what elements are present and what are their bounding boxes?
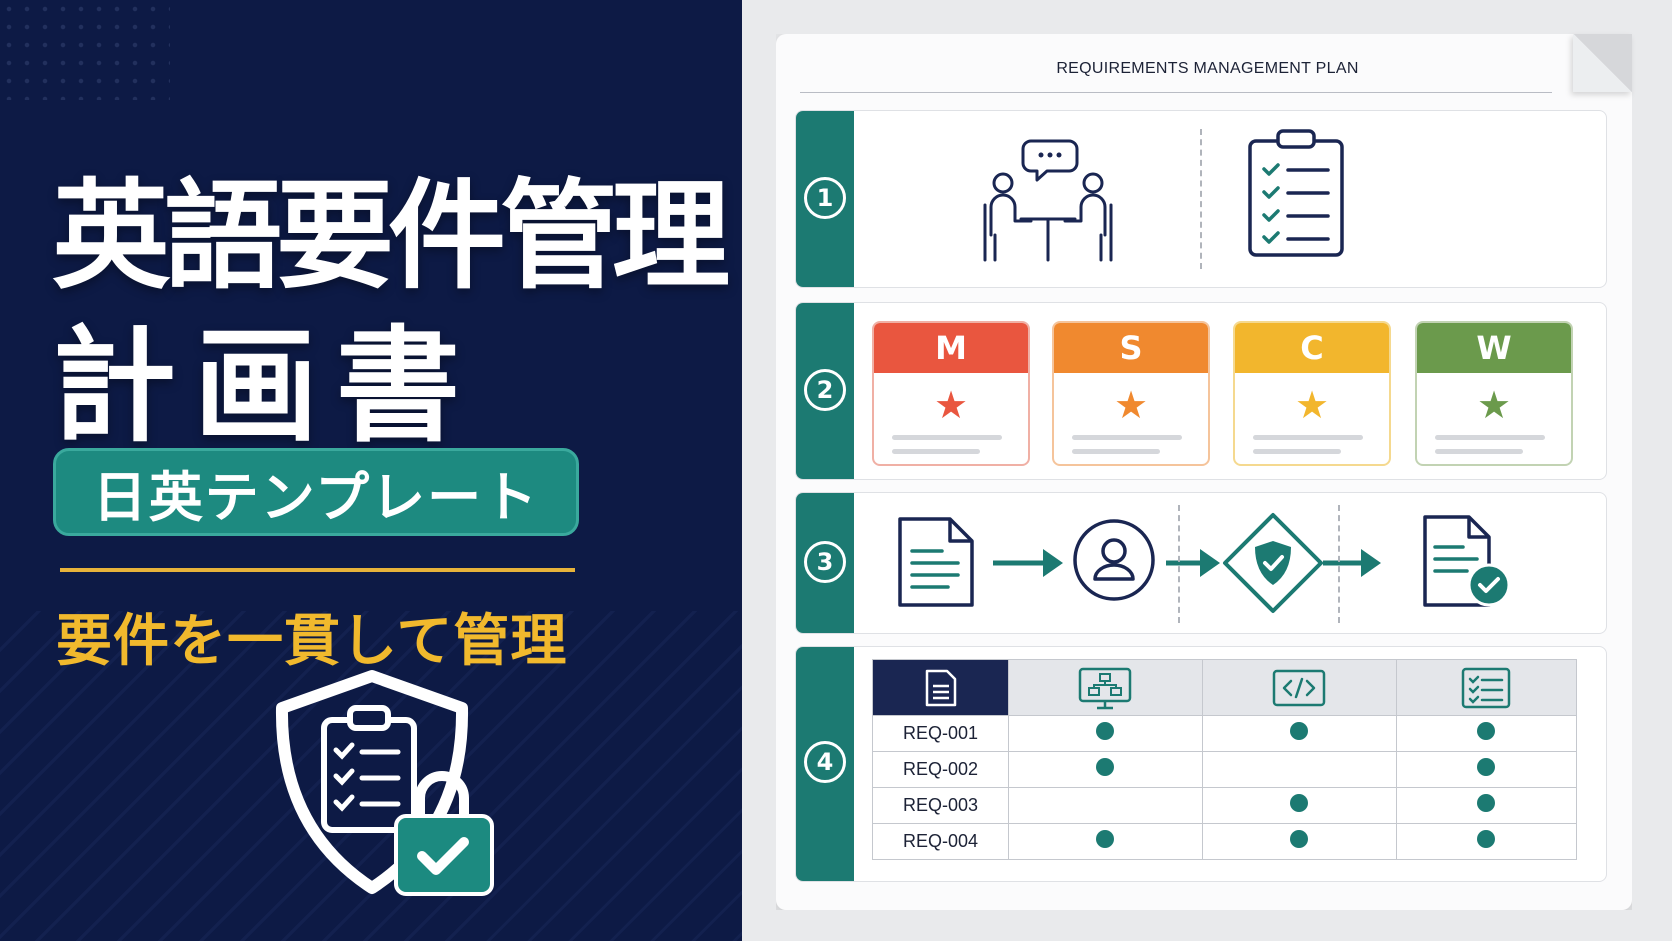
matrix-cell [1008, 823, 1203, 860]
matrix-cell [1395, 823, 1578, 860]
matrix-cell [1201, 751, 1397, 788]
template-badge: 日英テンプレート [53, 448, 579, 536]
matrix-cell [1395, 787, 1578, 824]
section-number: 2 [804, 369, 846, 411]
star-icon: ★ [933, 383, 969, 427]
text-placeholder [1435, 435, 1545, 440]
document-icon [898, 517, 974, 607]
code-icon [1273, 669, 1326, 706]
section-number: 4 [804, 741, 846, 783]
traceability-matrix: REQ-001 REQ-002 REQ-003 REQ-004 [872, 659, 1578, 860]
matrix-cell [1201, 715, 1397, 752]
header-cell [1201, 659, 1397, 716]
table-row: REQ-004 [872, 823, 1578, 860]
section-number: 1 [804, 177, 846, 219]
header-cell [1008, 659, 1203, 716]
text-placeholder [1253, 449, 1341, 454]
test-checklist-icon [1462, 667, 1511, 708]
header-cell [1395, 659, 1578, 716]
card-letter: M [874, 323, 1028, 373]
arrow-icon [1166, 549, 1220, 577]
arrow-icon [1323, 549, 1381, 577]
trace-dot [1096, 830, 1115, 848]
matrix-cell [1395, 715, 1578, 752]
dashed-divider [1200, 129, 1202, 269]
card-letter: W [1417, 323, 1571, 373]
star-icon: ★ [1113, 383, 1149, 427]
matrix-cell [1201, 787, 1397, 824]
text-placeholder [1253, 435, 1363, 440]
document-title: REQUIREMENTS MANAGEMENT PLAN [1056, 60, 1359, 77]
matrix-cell [1008, 787, 1203, 824]
requirement-id: REQ-003 [872, 787, 1009, 824]
section-4: 4 [795, 646, 1607, 882]
shield-check-icon [1223, 513, 1323, 613]
text-placeholder [892, 449, 980, 454]
text-placeholder [1072, 449, 1160, 454]
requirement-id: REQ-004 [872, 823, 1009, 860]
card-letter: S [1054, 323, 1208, 373]
matrix-cell [1395, 751, 1578, 788]
approved-document-icon [1423, 515, 1511, 607]
design-diagram-icon [1079, 667, 1132, 709]
table-header-row [872, 659, 1578, 716]
dot-pattern [0, 0, 170, 100]
trace-dot [1290, 794, 1309, 812]
checklist-clipboard-icon [1248, 129, 1344, 257]
card-letter: C [1235, 323, 1389, 373]
table-row: REQ-001 [872, 715, 1578, 752]
section-3: 3 [795, 492, 1607, 634]
priority-card-must: M ★ [872, 321, 1030, 466]
section-1: 1 [795, 110, 1607, 288]
priority-card-wont: W ★ [1415, 321, 1573, 466]
table-row: REQ-002 [872, 751, 1578, 788]
page-fold [1573, 34, 1632, 92]
main-title-line1: 英語要件管理 [52, 167, 730, 305]
trace-dot [1096, 758, 1115, 776]
matrix-cell [1008, 751, 1203, 788]
trace-dot [1477, 758, 1496, 776]
shield-lock-clipboard-icon [275, 670, 494, 896]
text-placeholder [1072, 435, 1182, 440]
star-icon: ★ [1476, 383, 1512, 427]
dashed-divider [1178, 505, 1180, 623]
matrix-cell [1008, 715, 1203, 752]
trace-dot [1477, 830, 1496, 848]
requirement-id: REQ-001 [872, 715, 1009, 752]
requirement-id: REQ-002 [872, 751, 1009, 788]
title-rule [800, 92, 1552, 93]
trace-dot [1290, 722, 1309, 740]
priority-card-could: C ★ [1233, 321, 1391, 466]
subtitle: 要件を一貫して管理 [56, 609, 568, 674]
text-placeholder [1435, 449, 1523, 454]
matrix-cell [1201, 823, 1397, 860]
star-icon: ★ [1294, 383, 1330, 427]
text-placeholder [892, 435, 1002, 440]
trace-dot [1096, 722, 1115, 740]
document-icon [925, 669, 956, 706]
trace-dot [1477, 794, 1496, 812]
dashed-divider [1338, 505, 1340, 623]
trace-dot [1290, 830, 1309, 848]
trace-dot [1477, 722, 1496, 740]
meeting-icon [983, 139, 1113, 262]
left-panel: 英語要件管理 計画書 日英テンプレート 要件を一貫して管理 [0, 0, 742, 941]
user-icon [1073, 519, 1155, 601]
section-number: 3 [804, 541, 846, 583]
main-title-line2: 計画書 [52, 315, 479, 459]
table-row: REQ-003 [872, 787, 1578, 824]
priority-card-should: S ★ [1052, 321, 1210, 466]
section-2: 2 M ★ S ★ C ★ W ★ [795, 302, 1607, 480]
divider [60, 568, 575, 572]
header-cell [872, 659, 1009, 716]
arrow-icon [993, 549, 1063, 577]
